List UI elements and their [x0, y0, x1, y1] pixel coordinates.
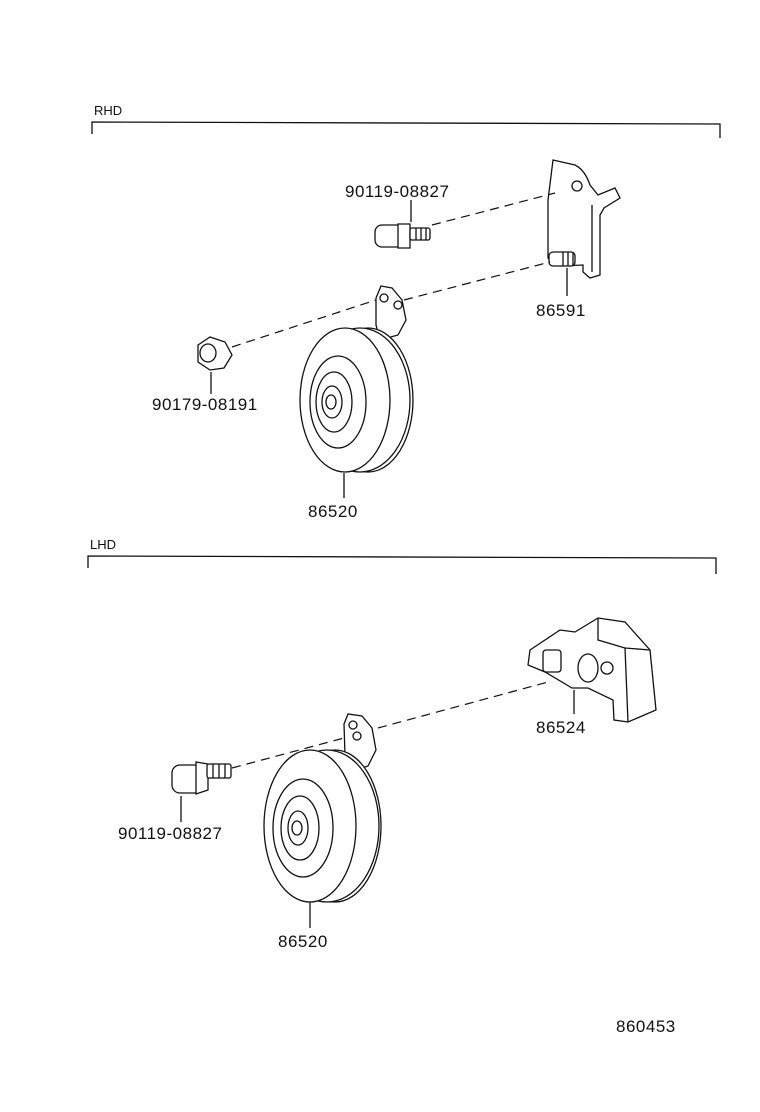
rhd-nut-part-number: 90179-08191 [152, 395, 258, 414]
rhd-bolt-part-number: 90119-08827 [345, 182, 450, 201]
lhd-bolt-guide-line [231, 737, 345, 769]
lhd-horn-guide-line [377, 681, 549, 729]
lhd-section-label: LHD [90, 537, 117, 552]
rhd-bolt-guide-line [431, 192, 556, 226]
rhd-bolt-90119-08827-illustration [374, 200, 431, 249]
rhd-horn-guide-line [403, 261, 551, 301]
illustration-number: 860453 [616, 1017, 676, 1036]
rhd-nut-90179-08191-illustration [197, 336, 233, 394]
rhd-horn-86520-illustration [299, 285, 414, 498]
lhd-section-frame [87, 555, 717, 574]
rhd-bracket-86591-illustration [547, 159, 621, 296]
lhd-bolt-part-number: 90119-08827 [118, 824, 223, 843]
lhd-horn-part-number: 86520 [278, 932, 328, 951]
rhd-section-frame [91, 121, 721, 138]
lhd-bracket-part-number: 86524 [536, 718, 586, 737]
lhd-horn-86520-illustration [263, 713, 382, 928]
rhd-bracket-part-number: 86591 [536, 301, 586, 320]
lhd-bracket-86524-illustration [527, 617, 657, 723]
lhd-bolt-90119-08827-illustration [171, 761, 232, 822]
rhd-section-label: RHD [94, 103, 123, 118]
rhd-horn-part-number: 86520 [308, 502, 358, 521]
rhd-nut-guide-line [231, 299, 377, 348]
